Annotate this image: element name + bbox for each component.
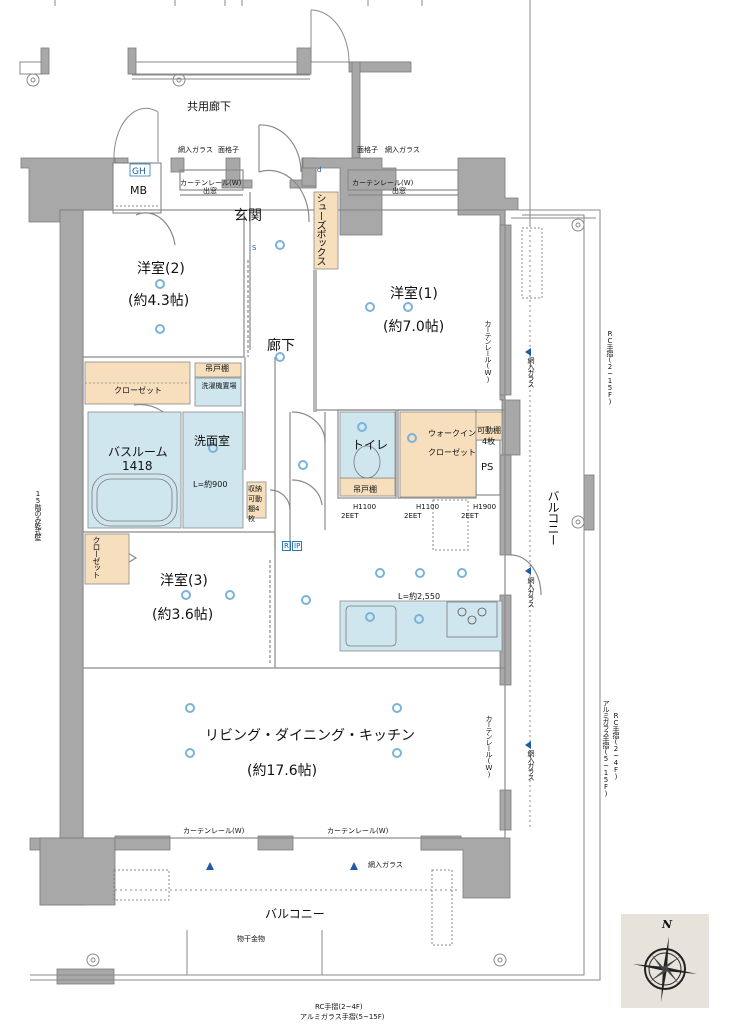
ip-label: IP: [292, 541, 303, 551]
common-corridor-structure: [19, 0, 423, 87]
shoe-box: [313, 191, 339, 270]
wired-glass-label-south: 網入ガラス: [368, 861, 403, 869]
wired-glass-label-east-1: 網入ガラス: [527, 357, 535, 387]
washroom: [182, 411, 244, 529]
ps-label: PS: [481, 462, 494, 473]
corridor-walls: [40, 47, 412, 161]
sensor-label: S: [252, 244, 257, 252]
wired-glass-label-east-3: 網入ガラス: [527, 750, 535, 780]
wall-15f-label: 15階のみ乾式壁: [34, 490, 42, 540]
drying-hardware-label: 物干金物: [237, 935, 265, 943]
mb-label: MB: [130, 184, 147, 197]
light-fixtures: [155, 240, 467, 758]
laundry-space-label: 洗濯機置場: [201, 382, 237, 390]
closet-western3: [84, 533, 130, 585]
gh-label: GH: [132, 167, 146, 177]
shoe-box-label: シューズボックス: [314, 193, 325, 265]
entrance-label: 玄関: [234, 208, 262, 224]
rc-rail-east-lower-1: RC手摺(2~4F): [612, 712, 620, 780]
ldk-size: (約17.6帖): [247, 763, 318, 779]
wic: [399, 411, 477, 498]
rc-rail-east-upper: RC手摺(2~15F): [606, 330, 614, 405]
western3-name: 洋室(3): [160, 573, 208, 589]
outlet-code-1: 2EET: [341, 512, 359, 520]
western2-size: (約4.3帖): [128, 293, 190, 309]
laundry-cabinet-label: 吊戸棚: [205, 364, 229, 373]
face-lattice-label-top-right: 面格子: [357, 146, 378, 154]
laundry-cabinet: [194, 362, 242, 378]
mb-room: [112, 107, 162, 214]
western3-size: (約3.6帖): [152, 607, 214, 623]
ldk-name: リビング・ダイニング・キッチン: [205, 728, 415, 744]
closet-western3-label: クローゼット: [92, 536, 101, 578]
balcony-south-label: バルコニー: [265, 907, 325, 921]
movable-shelves-line2: 4枚: [482, 437, 496, 446]
compass-north-label: N: [662, 918, 673, 931]
storage-shelves-label: 収納可動棚4枚: [248, 485, 262, 523]
curtain-rail-label-w2: カーテンレール(W): [180, 179, 242, 187]
storage-areas: [84, 191, 503, 585]
face-lattice-label-top-left: 面格子: [218, 146, 239, 154]
rc-rail-south-2: アルミガラス手摺(5~15F): [300, 1013, 385, 1021]
common-corridor-label: 共用廊下: [187, 99, 231, 113]
door-d-label: d: [317, 166, 322, 174]
compass: N: [621, 914, 709, 1008]
toilet: [339, 411, 396, 479]
curtain-rail-label-w1-side: カーテンレール(W): [484, 320, 492, 383]
closet-western2-label: クローゼット: [114, 386, 162, 395]
height-label-3: H1900: [473, 503, 497, 511]
toilet-label: トイレ: [352, 438, 389, 452]
balcony-outlines: [30, 0, 601, 981]
height-label-2: H1100: [416, 503, 440, 511]
bathroom: [87, 411, 182, 529]
rc-rail-east-lower-2: アルミガラス手摺(5~15F): [602, 700, 610, 797]
wired-glass-label-top-right: 網入ガラス: [385, 146, 420, 154]
toilet-cabinet-label: 吊戸棚: [353, 485, 377, 494]
rc-rail-south-1: RC手摺(2~4F): [315, 1003, 363, 1011]
curtain-rail-label-ldk-2: カーテンレール(W): [327, 827, 389, 835]
wet-areas: [87, 377, 503, 652]
bathroom-size: 1418: [122, 459, 153, 473]
movable-shelves-line1: 可動棚: [477, 426, 501, 435]
height-label-1: H1100: [353, 503, 377, 511]
wic-name2: クローゼット: [428, 448, 476, 457]
western2-name: 洋室(2): [137, 261, 185, 277]
washroom-name: 洗面室: [194, 434, 231, 448]
compass-rose-icon: [633, 936, 697, 1002]
kitchen-counter: [339, 600, 503, 652]
western1-size: (約7.0帖): [383, 319, 445, 335]
kitchen-counter-length: L=約2,550: [398, 592, 441, 601]
wired-glass-markers: [206, 348, 531, 870]
curtain-rail-label-w1: カーテンレール(W): [352, 179, 414, 187]
bathroom-name: バスルーム: [108, 445, 168, 459]
outlet-code-3: 2EET: [461, 512, 479, 520]
bay-window-label-w2: 出窓: [203, 187, 217, 195]
wired-glass-label-top-left: 網入ガラス: [178, 146, 213, 154]
washroom-vanity: L=約900: [193, 480, 228, 489]
curtain-rail-label-ldk-1: カーテンレール(W): [183, 827, 245, 835]
laundry-space: [194, 377, 242, 407]
movable-shelves: [475, 411, 503, 441]
western1-name: 洋室(1): [390, 286, 438, 302]
bay-window-label-w1: 出窓: [392, 187, 406, 195]
wic-name: ウォークイン: [428, 429, 476, 438]
storage-shelves: [246, 481, 267, 519]
balcony-east-label: バルコニー: [546, 490, 560, 545]
outlet-code-2: 2EET: [404, 512, 422, 520]
wired-glass-label-east-2: 網入ガラス: [527, 577, 535, 607]
intercom-r-label: R: [282, 541, 291, 551]
hall-label: 廊下: [267, 338, 295, 354]
curtain-rail-label-ldk-side: カーテンレール(W): [485, 715, 493, 778]
